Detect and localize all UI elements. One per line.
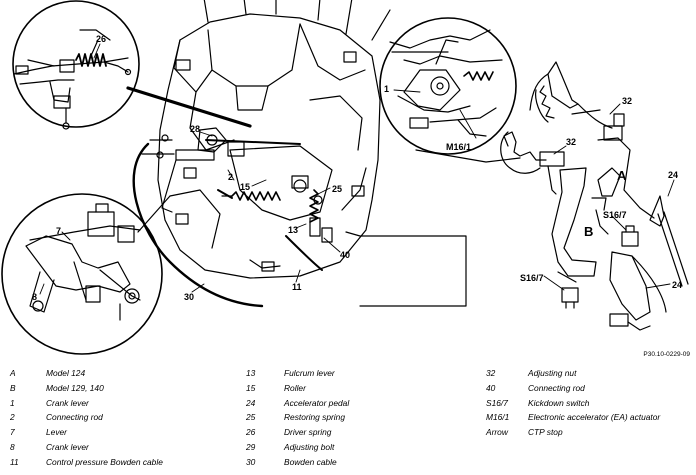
callout-24-a: 24 [668,170,678,180]
legend-description: Driver spring [284,427,332,438]
bowden-cable-30 [132,142,264,308]
callout-32-b: 32 [566,137,576,147]
legend-description: Accelerator pedal [284,397,350,408]
legend-item: Arrow CTP stop [486,425,660,440]
legend-item: B Model 129, 140 [10,381,163,396]
callout-m16-1: M16/1 [446,142,471,152]
callout-26: 26 [96,34,106,44]
legend-item: M16/1 Electronic accelerator (EA) actuato… [486,410,660,425]
callout-28: 28 [190,124,200,134]
legend-description: Model 129, 140 [46,382,104,393]
legend-item: 8 Crank lever [10,440,163,455]
callout-40: 40 [340,250,350,260]
legend-description: Connecting rod [528,382,585,393]
legend-item: 32 Adjusting nut [486,366,660,381]
legend-description: Kickdown switch [528,397,590,408]
callout-model-b: B [584,224,593,239]
legend-description: Adjusting bolt [284,441,335,452]
legend-key: 40 [486,382,496,393]
callout-leaders [39,43,675,295]
legend-item: 30 Bowden cable [246,455,349,470]
accelerator-pedal-assembly [500,61,689,331]
callout-7: 7 [56,226,61,236]
callout-1: 1 [384,84,389,94]
legend-item: A Model 124 [10,366,163,381]
legend-key: Arrow [486,427,508,438]
legend-item: 40 Connecting rod [486,381,660,396]
legend-item: S16/7 Kickdown switch [486,396,660,411]
legend-description: Restoring spring [284,412,345,423]
detail-circle-driver-spring [12,0,140,130]
legend-description: Lever [46,427,67,438]
intake-manifold [157,0,391,279]
legend-description: Electronic accelerator (EA) actuator [528,412,661,423]
figure-reference: P30.10-0229-09 [643,351,690,358]
legend-key: S16/7 [486,397,508,408]
legend-key: 29 [246,441,256,452]
legend-description: Roller [284,382,306,393]
callout-15: 15 [240,182,250,192]
callout-model-a: A [617,168,627,183]
legend-item: 13 Fulcrum lever [246,366,349,381]
legend-key: 26 [246,427,256,438]
callout-11: 11 [292,282,302,292]
legend-key: 8 [10,441,15,452]
legend-item: 7 Lever [10,425,163,440]
legend-description: CTP stop [528,427,563,438]
legend-key: 2 [10,412,15,423]
legend-key: 30 [246,456,256,467]
legend-description: Adjusting nut [528,368,577,378]
legend-description: Connecting rod [46,412,103,423]
legend-key: B [10,382,16,393]
detail-circle-ea-actuator [379,17,517,155]
throttle-linkage-diagram: 26 1 M16/1 28 2 15 25 13 40 11 30 7 8 32… [1,0,689,355]
legend-key: 13 [246,368,256,378]
legend-description: Fulcrum lever [284,368,335,378]
legend-description: Crank lever [46,441,89,452]
legend-description: Crank lever [46,397,89,408]
legend-item: 1 Crank lever [10,396,163,411]
callout-2: 2 [228,172,233,182]
callout-s16-7-a: S16/7 [603,210,627,220]
legend-key: A [10,368,16,378]
callout-s16-7-b: S16/7 [520,273,544,283]
callout-13: 13 [288,225,298,235]
legend-key: 24 [246,397,256,408]
detail-circle-crank-lever [1,193,163,355]
legend-key: M16/1 [486,412,510,423]
legend-item: 2 Connecting rod [10,410,163,425]
legend-description: Bowden cable [284,456,337,467]
legend-key: 1 [10,397,15,408]
callout-8: 8 [32,292,37,302]
legend-item: 26 Driver spring [246,425,349,440]
callout-32-a: 32 [622,96,632,106]
pedal-frame-line [345,51,521,307]
legend-item: 24 Accelerator pedal [246,396,349,411]
legend-item: 11 Control pressure Bowden cable [10,455,163,470]
callout-30: 30 [184,292,194,302]
legend-key: 11 [10,456,19,467]
legend-item: 25 Restoring spring [246,410,349,425]
legend-item: 15 Roller [246,381,349,396]
bowden-cable-11 [285,235,323,271]
throttle-linkage [141,127,333,243]
legend-key: 25 [246,412,256,423]
legend-key: 32 [486,368,496,378]
callout-labels: 26 1 M16/1 28 2 15 25 13 40 11 30 7 8 32… [32,34,682,302]
legend-key: 7 [10,427,15,438]
legend-item: 29 Adjusting bolt [246,440,349,455]
legend-column-2: 13 Fulcrum lever 15 Roller 24 Accelerator ped… [246,366,349,470]
legend-key: 15 [246,382,256,393]
legend-description: Control pressure Bowden cable [46,456,163,467]
legend-description: Model 124 [46,368,86,378]
callout-25: 25 [332,184,342,194]
callout-24-b: 24 [672,280,682,290]
